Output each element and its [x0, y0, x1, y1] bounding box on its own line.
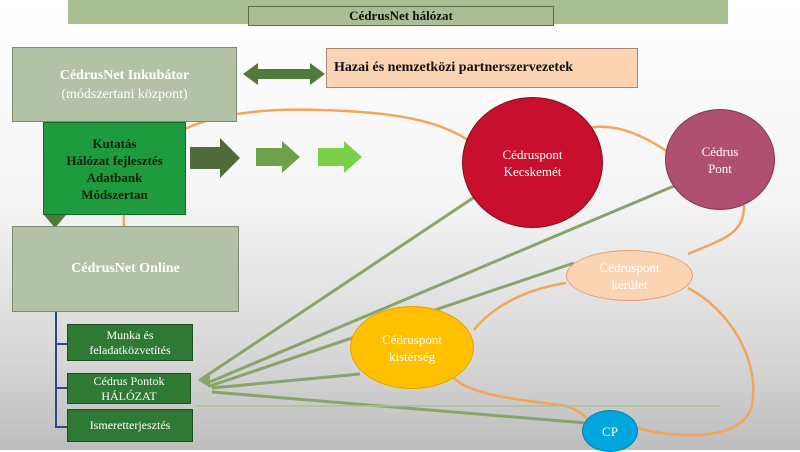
green-connectors: [198, 184, 675, 426]
node-kecskemet: Cédruspont Kecskemét: [462, 97, 603, 228]
flow-arrow-1: [190, 138, 240, 178]
arrowhead-pontok: [198, 373, 210, 388]
service-pontok-line2: HÁLÓZAT: [101, 388, 157, 403]
function-halozat: Hálózat fejlesztés: [66, 152, 163, 168]
flow-arrow-3: [318, 141, 362, 173]
flow-arrow-2: [256, 141, 300, 173]
service-munka-line1: Munka és: [106, 327, 154, 342]
node-kecskemet-line2: Kecskemét: [503, 163, 562, 179]
line-to-kisterseg: [211, 372, 361, 390]
function-modszertan: Módszertan: [81, 186, 148, 202]
service-munka-line2: feladatközvetítés: [89, 342, 171, 357]
connector-pont-kerulet: [687, 204, 746, 256]
connector-kerulet-kisterseg: [473, 281, 567, 331]
node-kerulet: Cédruspont kerület: [566, 250, 693, 301]
node-kisterseg-line1: Cédruspont: [382, 331, 442, 347]
node-kerulet-line1: Cédruspont: [599, 259, 660, 275]
line-to-kecskemet: [199, 194, 477, 382]
online-box: CédrusNet Online: [12, 226, 239, 312]
node-pont-line2: Pont: [708, 160, 732, 176]
service-munka: Munka és feladatközvetítés: [67, 324, 193, 361]
connector-kerulet-cp: [637, 286, 755, 437]
node-pont-line1: Cédrus: [701, 143, 739, 159]
incubator-sub: (módszertani központ): [61, 86, 188, 102]
service-pontok: Cédrus Pontok HÁLÓZAT: [67, 373, 191, 404]
node-kecskemet-line1: Cédruspont: [502, 146, 563, 162]
function-adatbank: Adatbank: [86, 169, 143, 185]
connector-kecskemet-pont: [587, 125, 669, 154]
function-kutatas: Kutatás: [92, 135, 137, 151]
node-cp: CP: [582, 410, 638, 452]
incubator-name: CédrusNet Inkubátor: [59, 67, 190, 83]
node-kerulet-line2: kerület: [611, 276, 648, 292]
service-pontok-line1: Cédrus Pontok: [93, 373, 165, 388]
functions-box: Kutatás Hálózat fejlesztés Adatbank Móds…: [43, 122, 186, 215]
partners-box: Hazai és nemzetközi partnerszervezetek: [326, 48, 638, 88]
service-ismeret: Ismeretterjesztés: [67, 409, 193, 442]
line-to-pont: [204, 184, 675, 386]
incubator-box: CédrusNet Inkubátor (módszertani központ…: [12, 47, 237, 122]
line-to-cp: [211, 390, 599, 426]
node-kisterseg-line2: kistérség: [388, 348, 436, 364]
double-arrow-partners: [243, 63, 325, 85]
node-cedrus-pont: Cédrus Pont: [665, 109, 775, 210]
service-bracket: [55, 312, 68, 428]
diagram-title: CédrusNet hálózat: [248, 6, 554, 26]
node-kisterseg: Cédruspont kistérség: [350, 306, 474, 389]
